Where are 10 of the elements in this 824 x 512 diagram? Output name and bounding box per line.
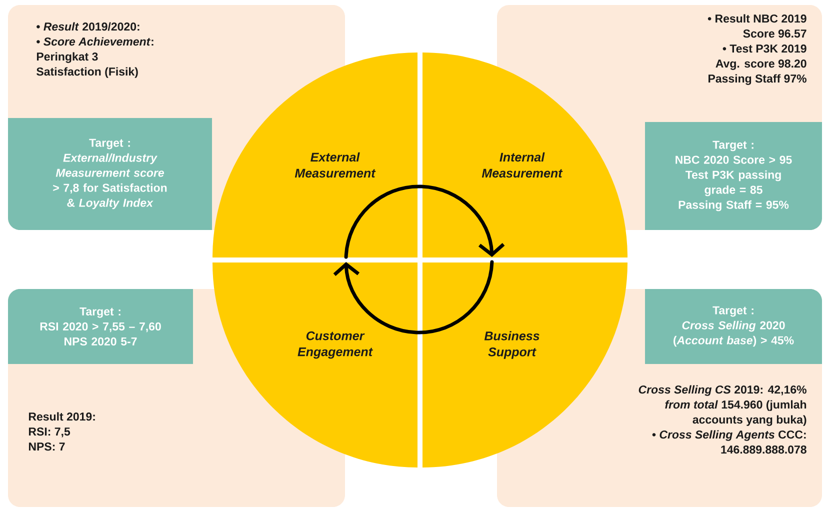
quadrant-segment: External Measurement bbox=[212, 52, 418, 258]
target-box: Target : NBC 2020 Score > 95 Test P3K passing grade = 85 Passing Staff = 95% bbox=[645, 122, 822, 230]
cycle-arrow bbox=[344, 184, 505, 259]
quadrant-segment: Business Support bbox=[422, 262, 628, 468]
target-box: Target : Cross Selling 2020 (Account base) > 45% bbox=[645, 289, 822, 364]
quadrant-segment: Customer Engagement bbox=[212, 262, 418, 468]
target-box: Target : RSI 2020 > 7,55 – 7,60 NPS 2020 5-7 bbox=[8, 289, 193, 364]
cycle-arrow bbox=[333, 260, 494, 334]
target-box: Target : External/Industry Measurement score > 7,8 for Satisfaction & Loyalty Index bbox=[8, 118, 212, 230]
quadrant-segment: Internal Measurement bbox=[422, 52, 628, 258]
